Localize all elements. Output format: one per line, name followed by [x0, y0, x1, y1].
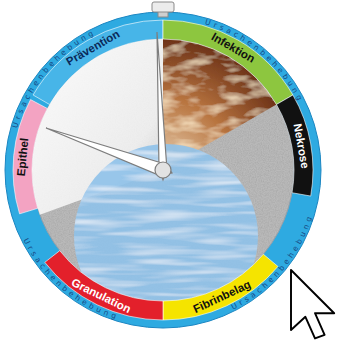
ring-label-group: Ursachenbehebung: [13, 213, 147, 325]
hand-pivot: [155, 162, 171, 178]
ring-text-group: UrsachenbehebungUrsachenbehebungUrsachen…: [10, 17, 318, 325]
clock-ring: [5, 12, 321, 328]
segment-shape: [276, 95, 313, 196]
segment-label-holder: Nekrose: [291, 122, 312, 169]
ring-label-group: Ursachenbehebung: [10, 24, 121, 154]
mouse-cursor: [291, 270, 334, 338]
ring-label: Ursachenbehebung: [204, 17, 306, 104]
crown-knob: [152, 2, 174, 12]
segment-label: Nekrose: [291, 122, 312, 169]
segment-label-holder: Epithel: [15, 137, 32, 176]
ring-label-group: Ursachenbehebung: [179, 17, 309, 128]
stage-segment: Nekrose: [276, 94, 313, 197]
hour-hand: [157, 32, 167, 180]
ring-label: Ursachenbehebung: [21, 237, 120, 322]
water-pool: [74, 144, 258, 328]
minute-hand: [46, 128, 172, 176]
segment-label: Epithel: [15, 137, 32, 176]
segment-outline: [276, 94, 313, 197]
ring-label: Ursachenbehebung: [10, 27, 97, 129]
